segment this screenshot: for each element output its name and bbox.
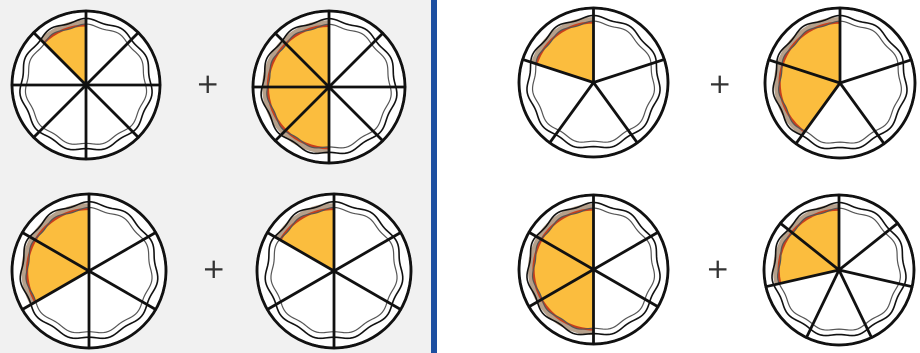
pizza-left-row2-first: [10, 192, 168, 350]
pizza-right-row2-first: [517, 193, 670, 346]
pizza-right-row1-second: [763, 6, 917, 160]
plus-sign: +: [196, 70, 219, 98]
plus-sign: +: [202, 255, 225, 283]
pizza-right-row2-second: [762, 193, 916, 347]
pizza-left-row2-second: [255, 192, 413, 350]
plus-sign: +: [706, 255, 729, 283]
pizza-left-row1-second: [251, 9, 407, 165]
pizza-left-row1-first: [10, 9, 162, 161]
pizza-right-row1-first: [517, 6, 670, 159]
plus-sign: +: [708, 70, 731, 98]
